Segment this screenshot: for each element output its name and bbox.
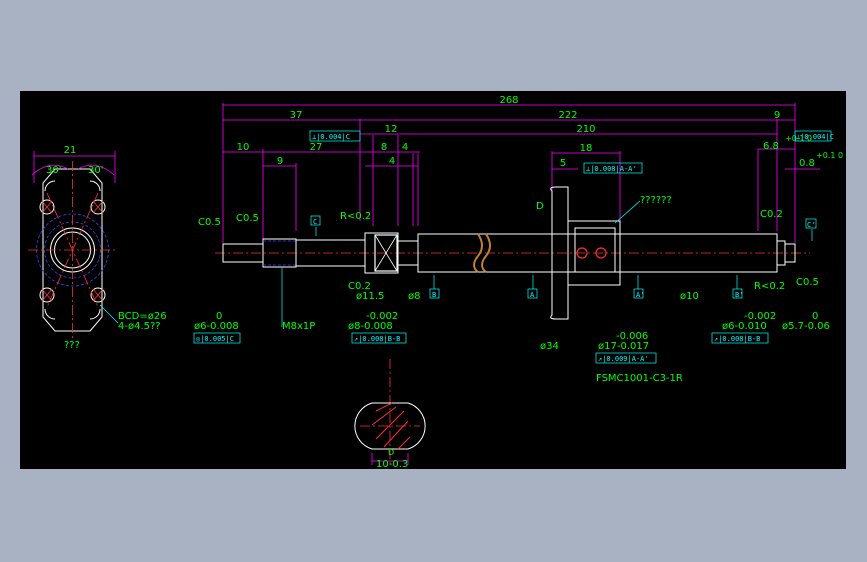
d6r-tol-top: -0.002: [744, 311, 776, 322]
bolt-hole-2: [90, 199, 106, 215]
dim-9: 9: [774, 110, 780, 121]
c05-left: C0.5: [198, 217, 221, 228]
section-d-shape: [354, 402, 426, 450]
bolt-hole-3: [39, 287, 55, 303]
flange-caption: ???: [64, 340, 80, 351]
dim-8: 8: [381, 142, 387, 153]
d57-tol-top: 0: [812, 311, 818, 322]
d17-tol-top: -0.006: [616, 331, 648, 342]
r02-left: R<0.2: [340, 211, 371, 222]
nut-recess: [574, 227, 616, 273]
bolt-hole-1: [39, 199, 55, 215]
flange-angle-left: 30': [46, 165, 61, 176]
section-view: D 10-0.3: [354, 359, 426, 469]
datum-b-left: B: [432, 291, 436, 299]
datum-a-left: A: [530, 291, 535, 299]
ball-screw-drawing: 21 30' 30' BCD=ø26 4-ø4.5?? ??? 268 37 2…: [28, 95, 843, 469]
dim-6-8-tol: +0.1 0: [785, 134, 812, 143]
bcd-label: BCD=ø26: [118, 311, 167, 322]
right-neck: [776, 240, 786, 266]
datum-c-right: C': [807, 221, 815, 229]
thread-section: [262, 238, 297, 268]
nut-screw-2: [595, 247, 607, 259]
model-label: FSMC1001-C3-1R: [596, 373, 683, 384]
gdt-runout-mid: ↗|0.008|B-B: [354, 335, 400, 343]
nut-screw-1: [576, 247, 588, 259]
collar: [364, 232, 399, 274]
thread-label: M8x1P: [282, 321, 315, 332]
d8-tol-top: -0.002: [366, 311, 398, 322]
thread-break-2: [481, 233, 491, 273]
d8-label: ø8: [408, 291, 420, 302]
flange-end-view: 21 30' 30' BCD=ø26 4-ø4.5?? ???: [28, 145, 167, 351]
dim-9-thread: 9: [277, 156, 283, 167]
leaders: B A A' B' C C': [310, 200, 817, 299]
dim-37: 37: [290, 110, 303, 121]
flange-angle-right: 30': [88, 165, 103, 176]
d6r-tol: ø6-0.010: [722, 321, 767, 332]
dim-overall: 268: [499, 95, 518, 106]
r02-right: R<0.2: [754, 281, 785, 292]
gdt-perp-right: ⊥|0.004|C: [796, 133, 834, 141]
dim-222: 222: [558, 110, 577, 121]
dim-10: 10: [237, 142, 250, 153]
gdt-runout-nut: ↗|0.009|A-A': [598, 355, 649, 363]
nut-note: ??????: [640, 195, 672, 206]
d6-tol-top: 0: [216, 311, 222, 322]
dim-27: 27: [310, 142, 323, 153]
dim-5b: D: [536, 201, 544, 212]
flange-width: 21: [64, 145, 77, 156]
screw-body: [417, 233, 778, 273]
top-dimensions: 268 37 222 9 12 210 10 27 8 4 9 4 18 5 D…: [222, 95, 843, 243]
collar-square: [374, 234, 398, 272]
dim-0-8: 0.8: [799, 158, 815, 169]
d8-tol: ø8-0.008: [348, 321, 393, 332]
c02-right: C0.2: [760, 209, 783, 220]
flange-outline: [42, 168, 103, 332]
cad-drawing-area[interactable]: 21 30' 30' BCD=ø26 4-ø4.5?? ??? 268 37 2…: [20, 91, 846, 469]
c02-left: C0.2: [348, 281, 371, 292]
c05-2: C0.5: [236, 213, 259, 224]
nut-body: [567, 220, 621, 286]
annotations: C0.5 C0.5 R<0.2 C0.2 ø11.5 ø8 0 ø6-0.008…: [194, 195, 830, 384]
c05-right: C0.5: [796, 277, 819, 288]
dim-210: 210: [576, 124, 595, 135]
d57-tol: ø5.7-0.06: [782, 321, 830, 332]
dim-4a: 4: [402, 142, 408, 153]
gdt-perp-left: ⊥|0.004|C: [312, 133, 350, 141]
dim-4b: 4: [389, 156, 395, 167]
gdt-frames: ⊥|0.004|C ⊥|0.004|C ⊥|0.008|A-A' ◎|0.005…: [193, 130, 834, 364]
d17-tol: ø17-0.017: [598, 341, 649, 352]
datum-c-left: C: [313, 218, 317, 226]
d34-label: ø34: [540, 341, 559, 352]
datum-a-right: A': [636, 291, 644, 299]
section-d-label: D: [388, 448, 394, 457]
dim-0-8-tol: +0.1 0: [816, 151, 843, 160]
datum-b-right: B': [735, 291, 743, 299]
holes-label: 4-ø4.5??: [118, 321, 161, 332]
gdt-runout-right: ↗|0.008|B-B: [714, 335, 760, 343]
d6-tol: ø6-0.008: [194, 321, 239, 332]
d10-label: ø10: [680, 291, 699, 302]
shaft-profile: [215, 186, 810, 320]
key-width: 10-0.3: [376, 459, 408, 469]
dim-12: 12: [385, 124, 398, 135]
dim-6-8: 6.8: [763, 141, 779, 152]
d11-5: ø11.5: [356, 291, 384, 302]
nut-flange: [550, 186, 569, 320]
bolt-hole-4: [90, 287, 106, 303]
thread-break-1: [473, 233, 483, 273]
dim-5: 5: [560, 158, 566, 169]
dim-18: 18: [580, 143, 593, 154]
gdt-runout-left: ◎|0.005|C: [196, 335, 234, 343]
right-journal: [784, 243, 796, 263]
gdt-perp-nut: ⊥|0.008|A-A': [586, 165, 637, 173]
